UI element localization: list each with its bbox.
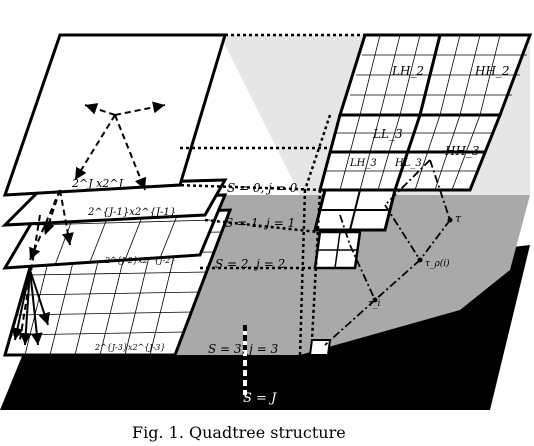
s1-label: S = 1, j = 1 xyxy=(225,216,295,230)
tau-label: τ xyxy=(455,212,462,225)
tree-edges xyxy=(324,159,451,346)
level0-size-label: 2^J x2^J xyxy=(71,177,124,190)
subband-grid-middle xyxy=(318,113,503,192)
s0-label: S = 0, j = 0 xyxy=(227,181,298,195)
level3-arrows xyxy=(11,269,50,346)
hh2-label: HH_2 xyxy=(474,64,510,78)
sj-label: S = J xyxy=(243,391,277,406)
hh3-label: HH_3 xyxy=(444,144,480,158)
lh2-label: LH_2 xyxy=(391,64,424,78)
dotted-connectors xyxy=(174,33,365,356)
hl3-label: HL_3 xyxy=(394,158,422,169)
subband-grid-upper xyxy=(337,33,533,117)
s2-label: S = 2, j = 2 xyxy=(215,257,285,271)
tree-nodes xyxy=(372,217,453,303)
tau-i-label: τ_i xyxy=(368,299,380,309)
s3-label: S = 3, j = 3 xyxy=(208,342,279,356)
figure-caption: Fig. 1. Quadtree structure xyxy=(132,423,346,442)
lh3-label: LH_3 xyxy=(349,158,377,169)
level1-size-label: 2^{J-1}x2^{J-1} xyxy=(87,207,176,218)
ll3-label: LL_3 xyxy=(372,127,403,141)
level2-size-label: 2^{J-2}x2^{J-2} xyxy=(104,256,175,265)
tau-rho-label: τ_ρ(i) xyxy=(425,258,450,269)
subband-grid-lower xyxy=(308,188,397,356)
level3-size-label: 2^{J-3}x2^{J-3} xyxy=(94,343,165,352)
